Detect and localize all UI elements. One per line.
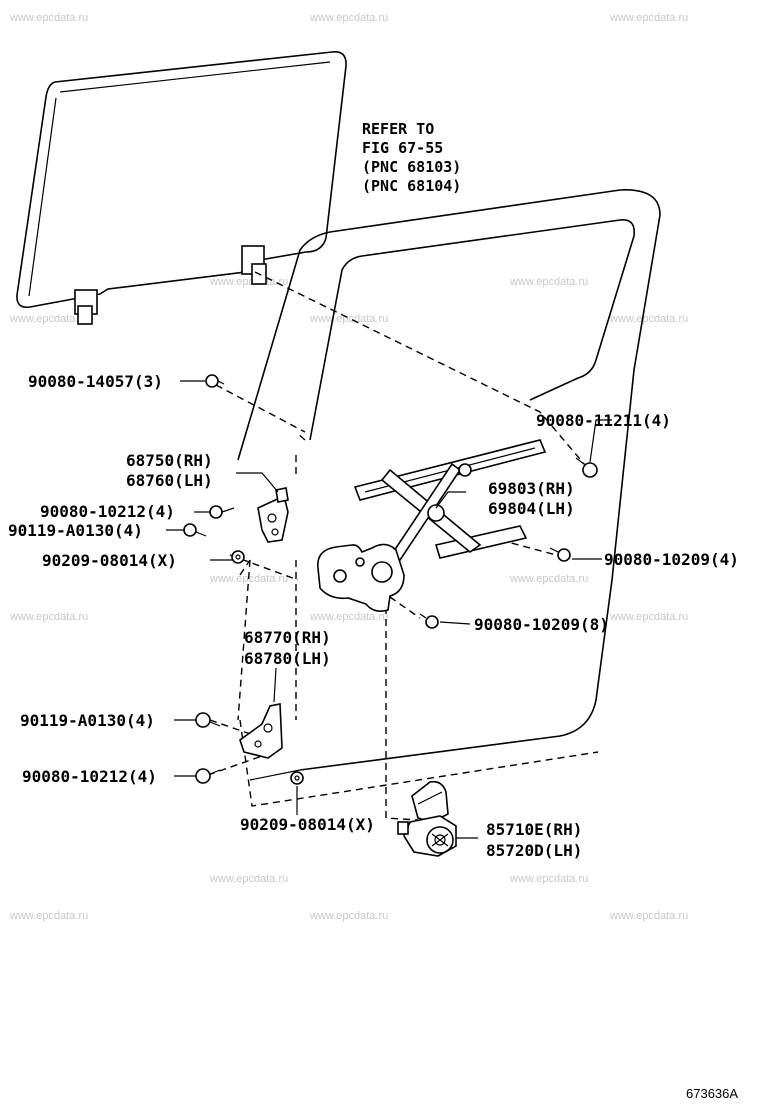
refer-note: REFER TO FIG 67-55 (PNC 68103) (PNC 6810… [362, 120, 461, 195]
watermark: www.epcdata.ru [509, 276, 588, 288]
regulator-motor [397, 780, 457, 857]
lower-hinge [239, 703, 283, 759]
part-label: 90209-08014(X) [42, 551, 177, 570]
part-label: 90119-A0130(4) [8, 521, 143, 540]
fasteners [183, 374, 598, 785]
part-label: 69804(LH) [488, 499, 575, 518]
guide-lines [207, 271, 586, 821]
watermark: www.epcdata.ru [9, 611, 88, 623]
part-label: 69803(RH) [488, 479, 575, 498]
watermark: www.epcdata.ru [309, 611, 388, 623]
part-label: 90080-11211(4) [536, 411, 671, 430]
part-label: 90119-A0130(4) [20, 711, 155, 730]
part-label: 68750(RH) [126, 451, 213, 470]
watermarks: www.epcdata.ru www.epcdata.ru www.epcdat… [9, 12, 688, 922]
callout-leaders [166, 380, 612, 839]
watermark: www.epcdata.ru [509, 573, 588, 585]
part-label: 68760(LH) [126, 471, 213, 490]
part-label: 90080-10212(4) [22, 767, 157, 786]
part-label: 85710E(RH) [486, 820, 582, 839]
watermark: www.epcdata.ru [609, 611, 688, 623]
part-label: 68770(RH) [244, 628, 331, 647]
watermark: www.epcdata.ru [9, 12, 88, 24]
watermark: www.epcdata.ru [309, 313, 388, 325]
part-label: 90080-10209(4) [604, 550, 739, 569]
watermark: www.epcdata.ru [309, 910, 388, 922]
window-regulator [317, 439, 547, 612]
watermark: www.epcdata.ru [209, 276, 288, 288]
callout-labels: 90080-14057(3) 90080-11211(4) 68750(RH) … [8, 372, 739, 860]
refer-note-line: REFER TO [362, 120, 434, 138]
upper-hinge [257, 487, 289, 543]
refer-note-line: FIG 67-55 [362, 139, 443, 157]
watermark: www.epcdata.ru [609, 910, 688, 922]
watermark: www.epcdata.ru [209, 873, 288, 885]
refer-note-line: (PNC 68104) [362, 177, 461, 195]
watermark: www.epcdata.ru [609, 12, 688, 24]
refer-note-line: (PNC 68103) [362, 158, 461, 176]
watermark: www.epcdata.ru [9, 910, 88, 922]
part-label: 90209-08014(X) [240, 815, 375, 834]
part-label: 90080-10209(8) [474, 615, 609, 634]
door-frame [237, 189, 661, 807]
part-label: 90080-14057(3) [28, 372, 163, 391]
part-label: 85720D(LH) [486, 841, 582, 860]
watermark: www.epcdata.ru [209, 573, 288, 585]
part-label: 68780(LH) [244, 649, 331, 668]
door-glass [16, 50, 347, 325]
part-label: 90080-10212(4) [40, 502, 175, 521]
watermark: www.epcdata.ru [309, 12, 388, 24]
watermark: www.epcdata.ru [609, 313, 688, 325]
watermark: www.epcdata.ru [509, 873, 588, 885]
figure-code: 673636A [686, 1086, 738, 1101]
watermark: www.epcdata.ru [9, 313, 88, 325]
